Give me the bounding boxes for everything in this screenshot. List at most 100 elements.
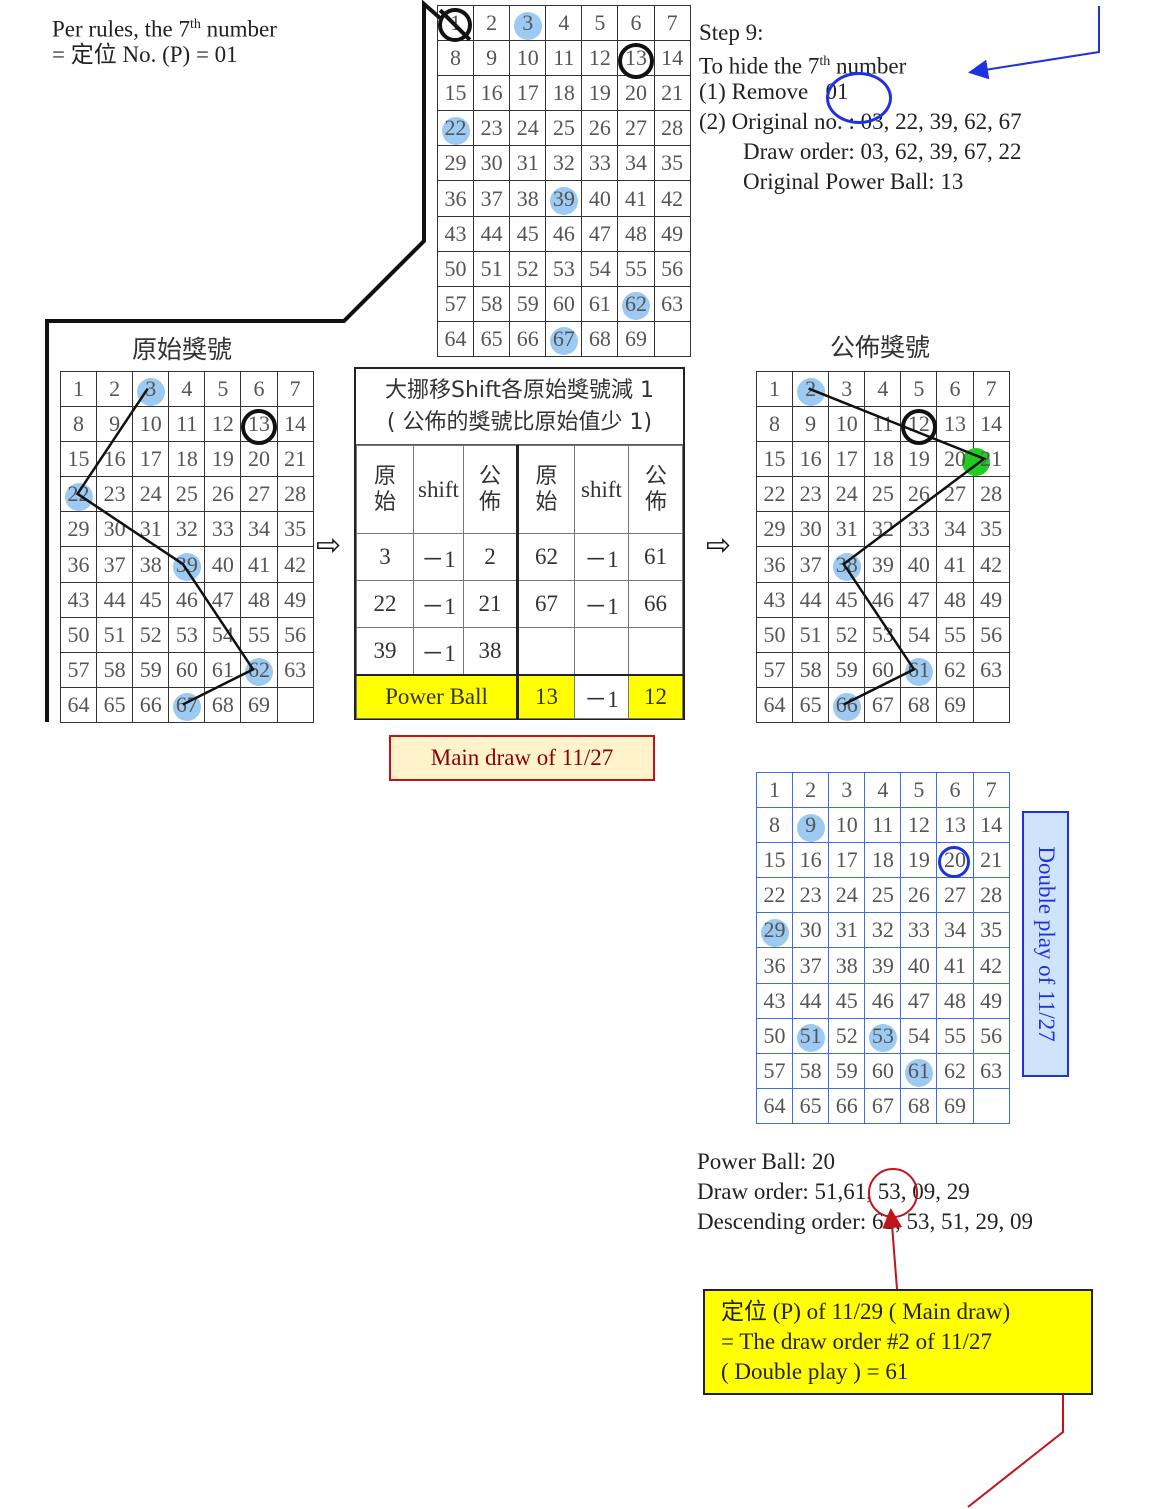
number-label: 61 (588, 290, 611, 316)
callout-line3: ( Double play ) = 61 (721, 1359, 909, 1384)
number-cell: 64 (755, 1087, 794, 1124)
cell-shift: －1 (413, 627, 464, 675)
number-label: 6 (630, 10, 642, 36)
number-label: 66 (139, 691, 162, 717)
cell-original: 62 (517, 533, 575, 581)
number-cell: 67 (864, 1087, 902, 1124)
number-label: 7 (289, 376, 301, 402)
cell-original: 39 (356, 627, 414, 675)
number-cell: 42 (276, 546, 314, 583)
number-cell: 51 (473, 250, 511, 287)
number-cell: 40 (581, 180, 619, 217)
number-cell: 19 (900, 842, 938, 879)
number-cell: 41 (936, 947, 974, 984)
number-label: 35 (661, 150, 684, 176)
number-label: 53 (175, 621, 198, 647)
number-cell: 6 (936, 771, 974, 809)
number-label: 8 (73, 411, 85, 437)
number-label: 36 (67, 551, 90, 577)
number-label: 6 (949, 376, 961, 402)
number-cell: 18 (864, 441, 902, 478)
number-cell: 26 (900, 877, 938, 914)
number-label: 39 (871, 952, 894, 978)
original-title: 原始獎號 (132, 335, 233, 364)
number-cell: 37 (792, 947, 830, 984)
number-label: 2 (109, 376, 121, 402)
number-cell: 52 (828, 1017, 866, 1054)
number-cell: 65 (792, 686, 830, 723)
number-label: 44 (103, 586, 126, 612)
number-cell: 49 (276, 581, 314, 618)
number-label: 38 (139, 551, 162, 577)
number-cell: 51 (96, 616, 134, 653)
number-label: 55 (944, 1022, 967, 1048)
number-label: 57 (444, 290, 467, 316)
number-cell (972, 686, 1010, 723)
number-cell: 28 (653, 110, 691, 147)
col-header-shift: shift (413, 445, 464, 534)
number-label: 30 (103, 516, 126, 542)
double-descending: Descending order: 61, 53, 51, 29, 09 (697, 1209, 1033, 1234)
shift-header-line1: 大挪移Shift各原始獎號減 1 (385, 378, 654, 403)
number-cell: 58 (96, 651, 134, 688)
number-label: 41 (248, 551, 271, 577)
highlight-dot (513, 11, 542, 40)
number-cell: 64 (436, 320, 475, 357)
number-cell: 59 (828, 651, 866, 688)
number-cell: 11 (864, 406, 902, 443)
col-header-original: 原始 (517, 445, 575, 534)
col-header-announced: 公佈 (463, 445, 519, 534)
cell-announced: 38 (463, 627, 519, 675)
number-label: 5 (913, 777, 925, 803)
number-label: 51 (103, 621, 126, 647)
number-label: 49 (661, 220, 684, 246)
number-label: 7 (666, 10, 678, 36)
number-cell: 50 (755, 1017, 794, 1054)
number-label: 26 (588, 115, 611, 141)
number-label: 16 (103, 446, 126, 472)
number-cell: 36 (755, 947, 794, 984)
shift-table-header: 大挪移Shift各原始獎號減 1 ( 公佈的獎號比原始值少 1) (356, 369, 683, 445)
number-cell: 63 (653, 285, 691, 322)
number-label: 67 (871, 1092, 894, 1118)
number-label: 40 (907, 551, 930, 577)
number-label: 43 (763, 987, 786, 1013)
number-cell: 51 (792, 616, 830, 653)
number-label: 41 (944, 551, 967, 577)
number-cell: 12 (204, 406, 242, 443)
number-label: 66 (835, 691, 858, 717)
number-cell: 19 (204, 441, 242, 478)
number-cell: 14 (972, 406, 1010, 443)
number-cell: 12 (581, 40, 619, 77)
number-cell: 8 (755, 807, 794, 844)
number-cell: 55 (240, 616, 278, 653)
number-cell: 31 (828, 511, 866, 548)
number-label: 11 (872, 812, 894, 838)
number-label: 64 (763, 691, 786, 717)
number-cell: 4 (864, 370, 902, 408)
number-label: 54 (588, 255, 611, 281)
number-cell: 7 (276, 370, 314, 408)
number-cell: 10 (828, 406, 866, 443)
number-label: 15 (67, 446, 90, 472)
number-label: 24 (139, 481, 162, 507)
number-cell: 59 (132, 651, 170, 688)
number-cell: 24 (828, 877, 866, 914)
number-cell: 11 (545, 40, 583, 77)
number-cell: 61 (204, 651, 242, 688)
arrow-right-icon: ⇨ (316, 528, 342, 563)
number-label: 8 (769, 812, 781, 838)
number-cell: 68 (204, 686, 242, 723)
number-label: 61 (907, 656, 930, 682)
number-label: 29 (67, 516, 90, 542)
number-cell (972, 1087, 1010, 1124)
number-cell: 48 (240, 581, 278, 618)
number-cell: 1 (755, 771, 794, 809)
number-cell: 33 (900, 912, 938, 949)
number-cell: 22 (59, 476, 98, 513)
callout-box: 定位 (P) of 11/29 ( Main draw) = The draw … (703, 1289, 1093, 1395)
number-cell: 57 (755, 651, 794, 688)
number-label: 14 (980, 411, 1003, 437)
number-cell: 19 (900, 441, 938, 478)
number-cell: 3 (132, 370, 170, 408)
